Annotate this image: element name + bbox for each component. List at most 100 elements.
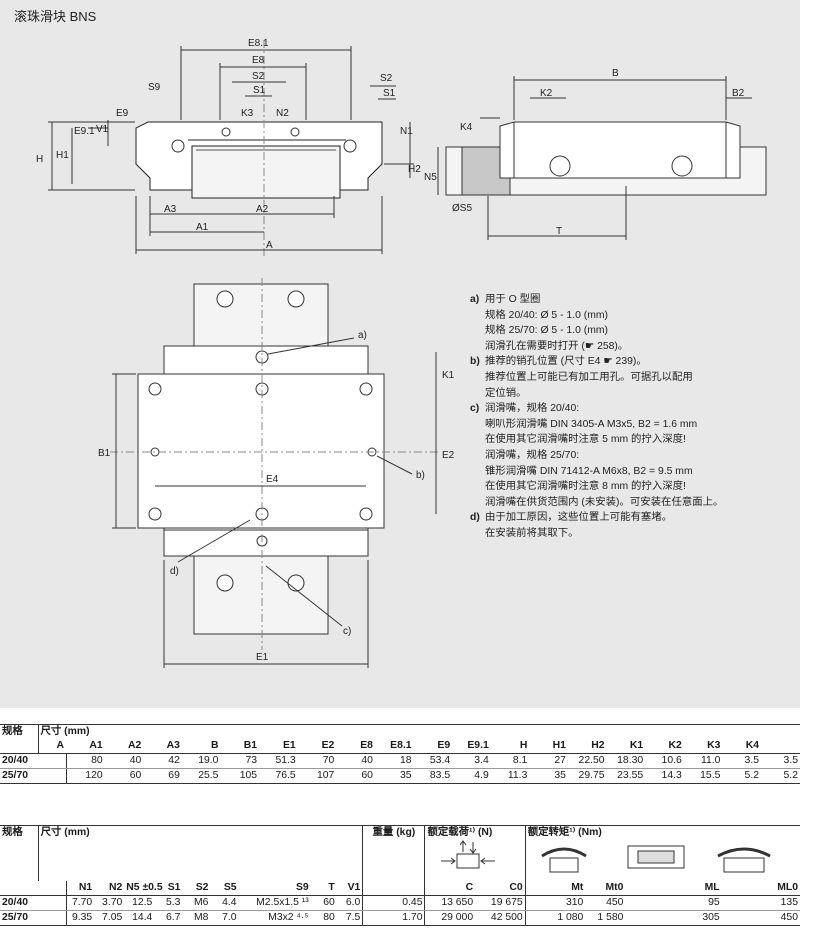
table2-col-header: T (310, 881, 337, 896)
label-K3: K3 (241, 108, 254, 119)
value-cell: 29.75 (567, 768, 607, 784)
table2-col-header: N2 (94, 881, 125, 896)
note-text: 由于加工原因，这些位置上可能有塞堵。 (485, 512, 673, 524)
label-note-d: d) (170, 566, 179, 577)
value-cell: 70 (297, 753, 337, 769)
front-view-labels: E8.1 E8 S2 S1 S9 K3 N2 E9 V1 E9.1 H H1 N… (36, 38, 413, 251)
label-E2: E2 (442, 450, 455, 461)
value-cell: 3.70 (94, 895, 125, 911)
value-cell: 5.3 (154, 895, 183, 911)
value-cell: 3.5 (761, 753, 800, 769)
value-cell: 25.5 (181, 768, 221, 784)
label-E9: E9 (116, 108, 129, 119)
value-cell: 80 (65, 753, 105, 769)
top-view (110, 278, 440, 668)
value-cell: 450 (585, 895, 626, 911)
size-cell: 20/40 (0, 895, 67, 911)
label-A2: A2 (256, 204, 269, 215)
label-E1: E1 (256, 652, 269, 663)
value-cell: 12.5 (124, 895, 155, 911)
size-cell: 25/70 (0, 768, 67, 784)
note-text: 定位销。 (485, 387, 527, 399)
value-cell: 1 080 (524, 910, 586, 926)
note-line: b)推荐的销孔位置 (尺寸 E4 ☛ 239)。 (470, 354, 790, 370)
table2-col-header: C (424, 881, 476, 896)
note-line: 润滑孔在需要时打开 (☛ 258)。 (470, 339, 790, 355)
notes-list: a)用于 O 型圈规格 20/40: Ø 5 - 1.0 (mm)规格 25/7… (470, 292, 790, 542)
value-cell: M6 (182, 895, 211, 911)
table1-col-header: E1 (259, 739, 298, 754)
table2-col-header: S2 (182, 881, 211, 896)
value-cell: 105 (220, 768, 260, 784)
value-cell: 11.3 (490, 768, 530, 784)
note-line: a)用于 O 型圈 (470, 292, 790, 308)
value-cell: 80 (310, 910, 337, 926)
size-cell: 20/40 (0, 753, 67, 769)
value-cell: 3.4 (452, 753, 491, 769)
table1-col-header: E9 (413, 739, 453, 754)
value-cell: 7.70 (65, 895, 95, 911)
label-S9: S9 (148, 82, 161, 93)
note-text: 推荐位置上可能已有加工用孔。可据孔以配用 (485, 371, 693, 383)
value-cell: 4.4 (210, 895, 239, 911)
table2-load-header: 额定载荷¹⁾ (N) (424, 825, 526, 881)
table1-col-header: A2 (104, 739, 144, 754)
value-cell: 135 (721, 895, 800, 911)
value-cell: 5.2 (761, 768, 800, 784)
label-B: B (612, 68, 619, 79)
label-K2: K2 (540, 88, 553, 99)
value-cell: M8 (182, 910, 211, 926)
label-B2: B2 (732, 88, 745, 99)
table2-col-header: Mt (524, 881, 586, 896)
value-cell: 40 (104, 753, 144, 769)
table2-weight-header: 重量 (kg) (362, 825, 425, 881)
note-text: 规格 20/40: Ø 5 - 1.0 (mm) (485, 309, 608, 321)
table2-col-header: V1 (336, 881, 363, 896)
note-text: 润滑孔在需要时打开 (☛ 258)。 (485, 340, 629, 352)
value-cell: 73 (220, 753, 260, 769)
value-cell: 450 (721, 910, 800, 926)
table2-moment-header: 额定转矩¹⁾ (Nm) (524, 825, 800, 881)
table2-col-header: S5 (210, 881, 239, 896)
table2-unit-header: 尺寸 (mm) (37, 825, 363, 881)
technical-drawing: E8.1 E8 S2 S1 S9 K3 N2 E9 V1 E9.1 H H1 N… (36, 38, 767, 668)
value-cell: 120 (65, 768, 105, 784)
value-cell: 60 (104, 768, 144, 784)
note-text: 推荐的销孔位置 (尺寸 E4 ☛ 239)。 (485, 356, 647, 368)
note-line: 锥形润滑嘴 DIN 71412-A M6x8, B2 = 9.5 mm (470, 464, 790, 480)
table1-col-header: K1 (606, 739, 646, 754)
table2-col-header: Mt0 (585, 881, 626, 896)
value-cell: 0.45 (362, 895, 425, 911)
value-cell: 8.1 (490, 753, 530, 769)
note-key: d) (470, 512, 480, 524)
value-cell: 305 (625, 910, 722, 926)
table2-col-header: ML (625, 881, 722, 896)
label-S5: ØS5 (452, 203, 472, 214)
moment-icons (540, 845, 771, 873)
value-cell: 15.5 (683, 768, 723, 784)
note-line: 润滑嘴在供货范围内 (未安装)。可安装在任意面上。 (470, 495, 790, 511)
value-cell: 18 (374, 753, 414, 769)
table1-col-header: B (181, 739, 221, 754)
value-cell: 14.4 (124, 910, 155, 926)
note-text: 在使用其它润滑嘴时注意 8 mm 的拧入深度! (485, 481, 686, 493)
value-cell: 95 (625, 895, 722, 911)
note-line: 在使用其它润滑嘴时注意 8 mm 的拧入深度! (470, 479, 790, 495)
value-cell: 19.0 (181, 753, 221, 769)
value-cell: 13 650 (424, 895, 476, 911)
value-cell: 51.3 (259, 753, 298, 769)
label-H1: H1 (56, 150, 69, 161)
value-cell: 7.5 (336, 910, 363, 926)
value-cell: 310 (524, 895, 586, 911)
label-K4: K4 (460, 122, 473, 133)
value-cell: 107 (297, 768, 337, 784)
label-S2: S2 (252, 71, 265, 82)
label-note-b: b) (416, 470, 425, 481)
longitudinal-moment-icon (627, 845, 685, 869)
table1-col-header: E9.1 (452, 739, 491, 754)
value-cell: 5.2 (722, 768, 761, 784)
